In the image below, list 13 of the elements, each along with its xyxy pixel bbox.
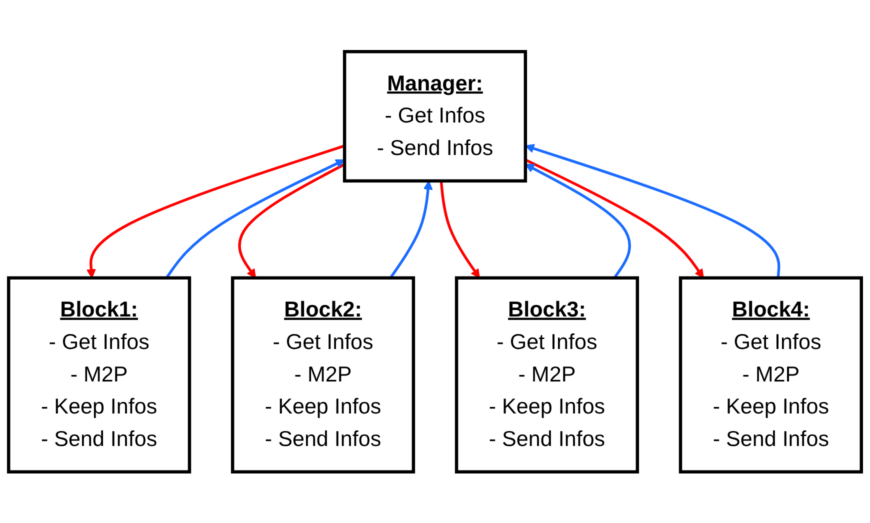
arrow [165, 159, 345, 278]
arrow [525, 144, 780, 278]
arrow [524, 158, 704, 278]
node-box: Block2: - Get Infos - M2P - Keep Infos - Send Infos [230, 276, 416, 474]
arrow [389, 180, 433, 278]
arrow [525, 164, 631, 278]
node-box: Block4: - Get Infos - M2P - Keep Infos - Send Infos [678, 276, 863, 474]
node-box: Block3: - Get Infos - M2P - Keep Infos - Send Infos [454, 276, 640, 474]
arrow [86, 144, 345, 278]
node-box: Block1: - Get Infos - M2P - Keep Infos - Send Infos [7, 276, 192, 474]
arrow [440, 180, 480, 278]
node-box: Manager: - Get Infos - Send Infos [342, 50, 528, 182]
arrow [238, 162, 346, 278]
